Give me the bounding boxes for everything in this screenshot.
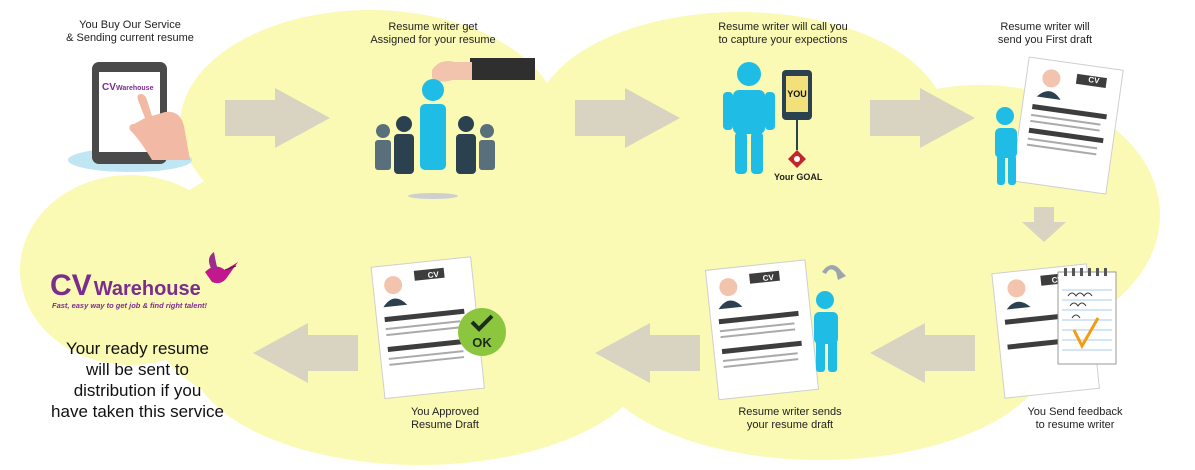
arrow-down-1 [1022, 207, 1066, 242]
step-1-label: You Buy Our Service& Sending current res… [66, 19, 194, 44]
flow-arrows [225, 88, 1066, 383]
return-arrow-icon [822, 265, 846, 280]
phone-call-icon: YOU [723, 62, 812, 174]
ok-text: OK [472, 335, 492, 350]
arrow-right-3 [870, 88, 975, 148]
team-assign-icon [375, 58, 535, 199]
target-icon [788, 150, 806, 168]
goal-label: Your GOAL [774, 172, 823, 182]
cv-send-icon [704, 259, 846, 401]
arrow-left-3 [253, 323, 358, 383]
svg-text:CV: CV [102, 82, 116, 93]
final-message: Your ready resume will be sent to distri… [51, 339, 224, 421]
cv-badge: CV [1088, 75, 1101, 86]
tablet-hand-icon: CV Warehouse [68, 62, 192, 172]
cv-approved-icon: OK [370, 256, 506, 400]
cv-badge: CV [427, 270, 440, 280]
cv-badge: CV [762, 273, 775, 283]
cv-draft-icon [995, 56, 1124, 195]
phone-you-text: YOU [787, 89, 807, 99]
arrow-right-2 [575, 88, 680, 148]
hummingbird-icon [205, 252, 238, 284]
arrow-left-1 [870, 323, 975, 383]
cv-badge-labels: CV CV CV CV [427, 75, 1100, 285]
feedback-notepad-icon [991, 263, 1117, 399]
logo-tagline: Fast, easy way to get job & find right t… [52, 301, 208, 310]
ok-badge: OK [458, 308, 506, 356]
svg-text:Warehouse: Warehouse [116, 85, 154, 92]
cv-badge: CV [1051, 275, 1064, 285]
arrow-right-1 [225, 88, 330, 148]
arrow-left-2 [595, 323, 700, 383]
